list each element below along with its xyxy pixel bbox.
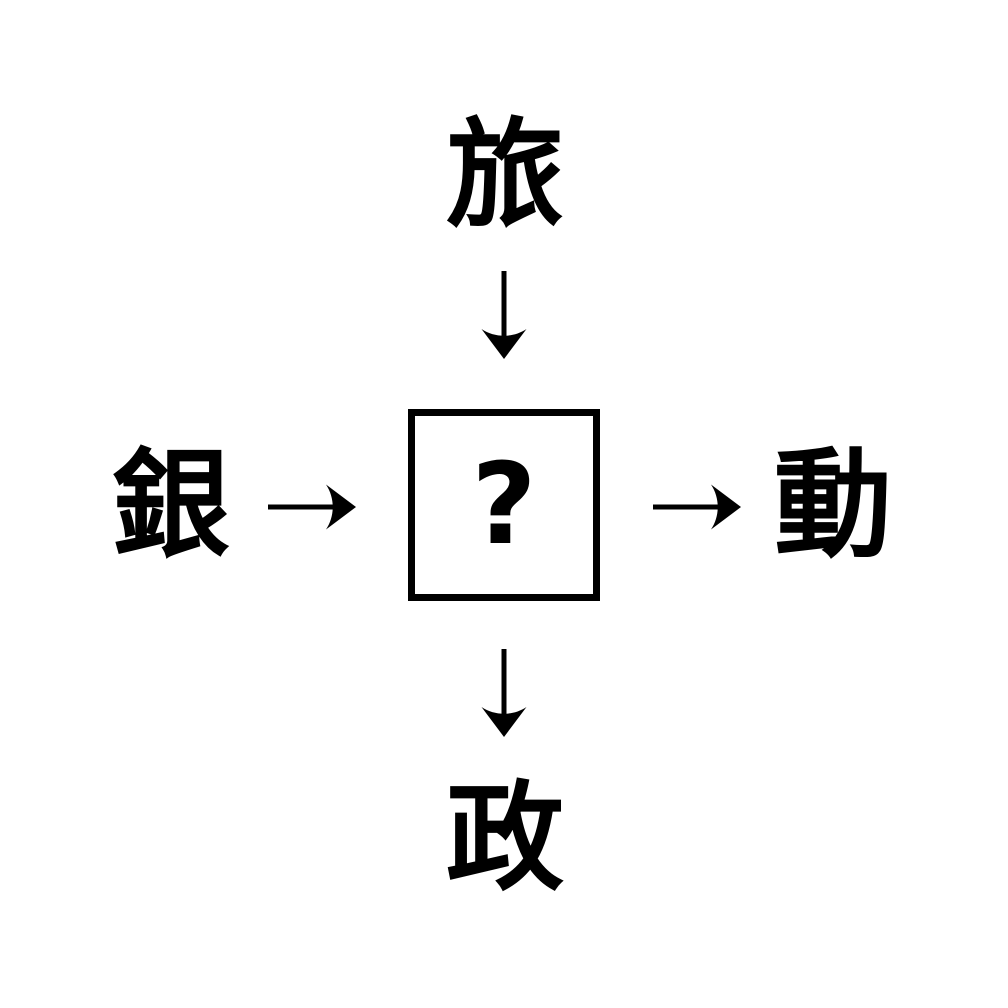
- answer-box: ?: [408, 409, 600, 601]
- arrow-right-icon: [268, 484, 356, 530]
- kanji-top: 旅: [445, 106, 565, 244]
- kanji-right: 動: [773, 436, 893, 574]
- kanji-left: 銀: [111, 436, 231, 574]
- arrow-down-icon: [481, 649, 527, 737]
- arrow-down-icon: [481, 271, 527, 359]
- arrow-right-icon: [653, 484, 741, 530]
- kanji-bottom: 政: [445, 769, 565, 907]
- question-mark: ?: [471, 440, 537, 570]
